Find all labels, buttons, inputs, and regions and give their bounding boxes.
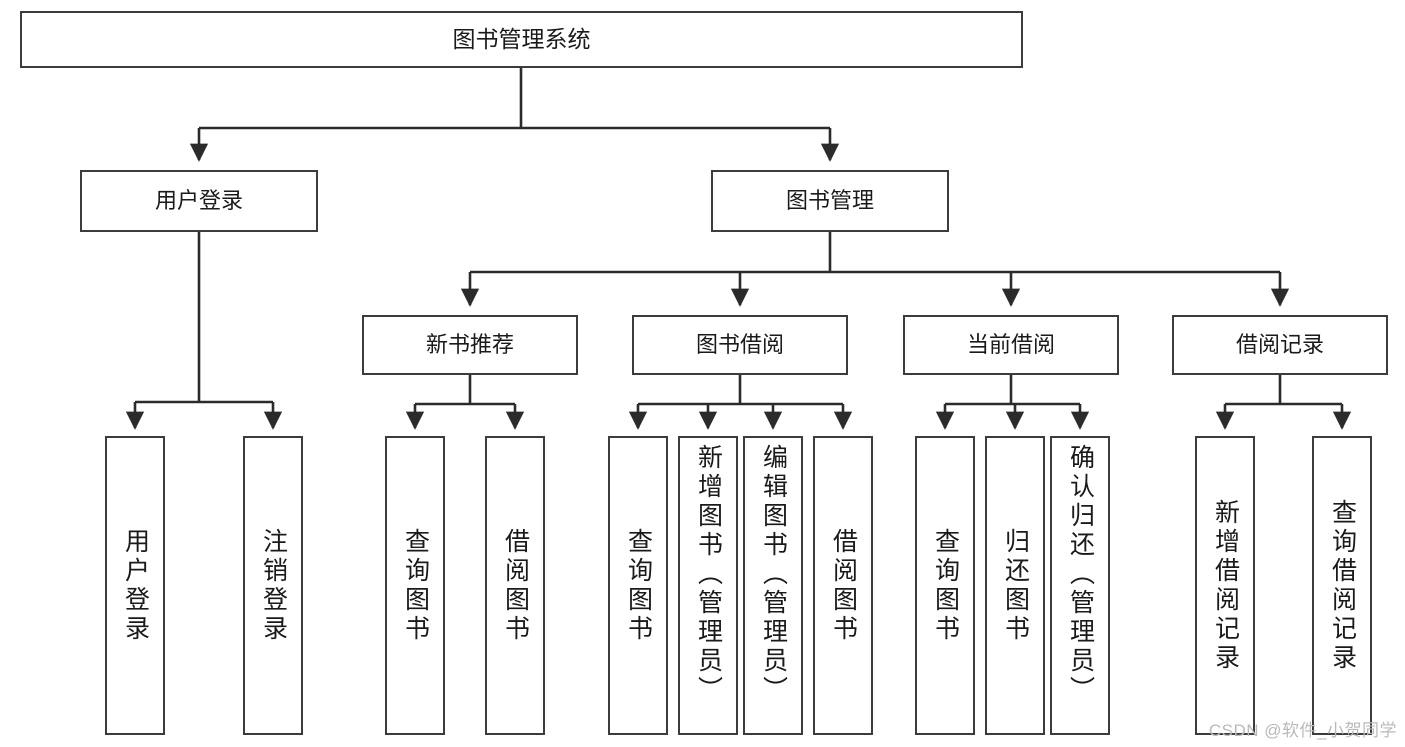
- node-label: 查询图书: [624, 527, 653, 644]
- node-leaf-confirm-return-admin[interactable]: 确认归还（管理员）: [1050, 436, 1110, 735]
- node-label: 借阅图书: [501, 527, 530, 644]
- node-leaf-query-book-recommend[interactable]: 查询图书: [385, 436, 445, 735]
- node-leaf-user-logout[interactable]: 注销登录: [243, 436, 303, 735]
- node-leaf-query-book-borrow[interactable]: 查询图书: [608, 436, 668, 735]
- node-label: 用户登录: [154, 187, 243, 213]
- node-label: 新增借阅记录: [1211, 498, 1240, 673]
- node-borrow-record[interactable]: 借阅记录: [1172, 315, 1388, 375]
- node-label: 图书管理系统: [452, 25, 591, 52]
- node-label: 查询图书: [931, 527, 960, 644]
- node-leaf-borrow-book-recommend[interactable]: 借阅图书: [485, 436, 545, 735]
- node-label: 借阅记录: [1235, 331, 1324, 357]
- node-leaf-return-book[interactable]: 归还图书: [985, 436, 1045, 735]
- node-leaf-add-book-admin[interactable]: 新增图书（管理员）: [678, 436, 738, 735]
- csdn-watermark: CSDN @软件_小贺同学: [1208, 721, 1397, 740]
- node-leaf-add-borrow-record[interactable]: 新增借阅记录: [1195, 436, 1255, 735]
- node-label: 注销登录: [259, 527, 288, 644]
- node-label: 新增图书（管理员）: [694, 444, 723, 705]
- node-label: 编辑图书（管理员）: [759, 444, 788, 705]
- node-root-system[interactable]: 图书管理系统: [20, 11, 1023, 68]
- node-leaf-query-book-current[interactable]: 查询图书: [915, 436, 975, 735]
- node-current-borrow[interactable]: 当前借阅: [903, 315, 1119, 375]
- node-new-book-recommend[interactable]: 新书推荐: [362, 315, 578, 375]
- node-label: 归还图书: [1001, 527, 1030, 644]
- node-book-borrow[interactable]: 图书借阅: [632, 315, 848, 375]
- node-leaf-user-login[interactable]: 用户登录: [105, 436, 165, 735]
- node-leaf-borrow-book[interactable]: 借阅图书: [813, 436, 873, 735]
- node-label: 当前借阅: [966, 331, 1055, 357]
- node-label: 确认归还（管理员）: [1066, 444, 1095, 705]
- node-label: 新书推荐: [425, 331, 514, 357]
- node-label: 图书管理: [785, 187, 874, 213]
- node-label: 查询图书: [401, 527, 430, 644]
- node-leaf-query-borrow-record[interactable]: 查询借阅记录: [1312, 436, 1372, 735]
- node-label: 图书借阅: [695, 331, 784, 357]
- node-user-login[interactable]: 用户登录: [80, 170, 318, 232]
- node-leaf-edit-book-admin[interactable]: 编辑图书（管理员）: [743, 436, 803, 735]
- node-label: 借阅图书: [829, 527, 858, 644]
- node-book-manage[interactable]: 图书管理: [711, 170, 949, 232]
- node-label: 查询借阅记录: [1328, 498, 1357, 673]
- node-label: 用户登录: [121, 527, 150, 644]
